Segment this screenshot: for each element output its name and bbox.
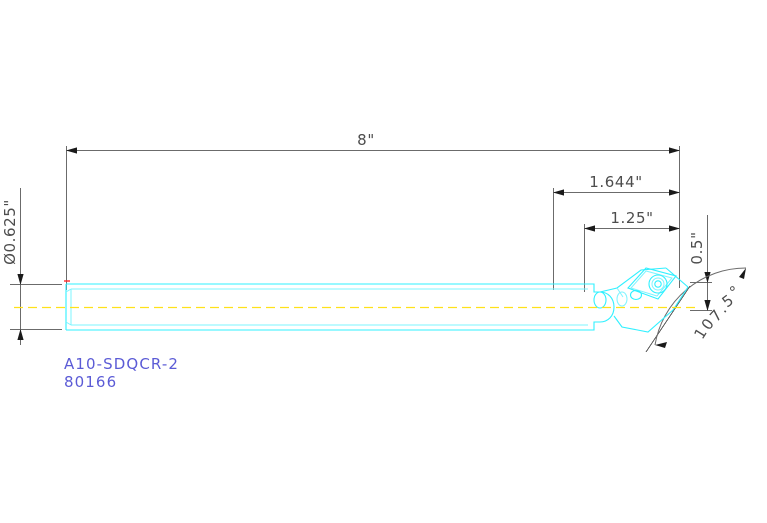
cutting-insert <box>627 267 677 300</box>
head-front-flank <box>665 267 689 288</box>
head-step-top <box>588 283 600 293</box>
arrow-bottom-05 <box>704 300 711 311</box>
arrow-arc-end <box>739 268 746 279</box>
dimension-insert-offset: 1.25" <box>584 209 680 292</box>
arrow-left-overall <box>66 147 77 154</box>
shank-chamfer-bottom <box>65 321 72 326</box>
chip-breaker-line <box>616 287 624 298</box>
dim-label-head-length: 1.644" <box>589 173 642 191</box>
dimension-overall-length: 8" <box>66 131 680 290</box>
head-lower-right-face <box>672 286 689 311</box>
arrow-bottom-dia <box>17 329 24 340</box>
dimension-head-height: 0.5" <box>688 215 712 311</box>
clamp-screw-rim <box>651 277 665 291</box>
arrow-right-125 <box>669 225 680 232</box>
arrow-top-dia <box>17 274 24 285</box>
arrow-right-overall <box>669 147 680 154</box>
arrow-arc-start <box>655 342 667 348</box>
dim-label-head-height: 0.5" <box>688 231 706 264</box>
clamp-relief-hole <box>616 291 628 307</box>
head-upper-face <box>599 267 667 293</box>
part-label-block: A10-SDQCR-2 80166 <box>64 355 179 391</box>
head-step-bottom <box>588 321 600 331</box>
dimension-head-length: 1.644" <box>553 173 680 290</box>
arrow-left-1644 <box>553 189 564 196</box>
dim-label-insert-offset: 1.25" <box>610 209 653 227</box>
head-barrel-outline <box>599 291 615 323</box>
arrow-right-1644 <box>669 189 680 196</box>
angle-reference-line <box>645 285 691 353</box>
dimension-shank-diameter: Ø0.625" <box>1 188 62 345</box>
boring-bar-body <box>14 267 700 333</box>
dim-label-shank-diameter: Ø0.625" <box>1 199 19 265</box>
arrow-left-125 <box>584 225 595 232</box>
arrow-top-05 <box>704 272 711 283</box>
head-lower-face <box>613 309 674 333</box>
shank-chamfer-top <box>65 288 72 293</box>
insert-seat-relief-hole <box>629 289 643 301</box>
cutting-insert-inner-edge <box>630 270 673 297</box>
dim-label-overall-length: 8" <box>357 131 375 149</box>
part-item-number: 80166 <box>64 373 117 391</box>
part-model-number: A10-SDQCR-2 <box>64 355 179 373</box>
clamp-screw-torx-socket-icon <box>654 280 662 288</box>
clamp-screw-head <box>648 274 668 294</box>
